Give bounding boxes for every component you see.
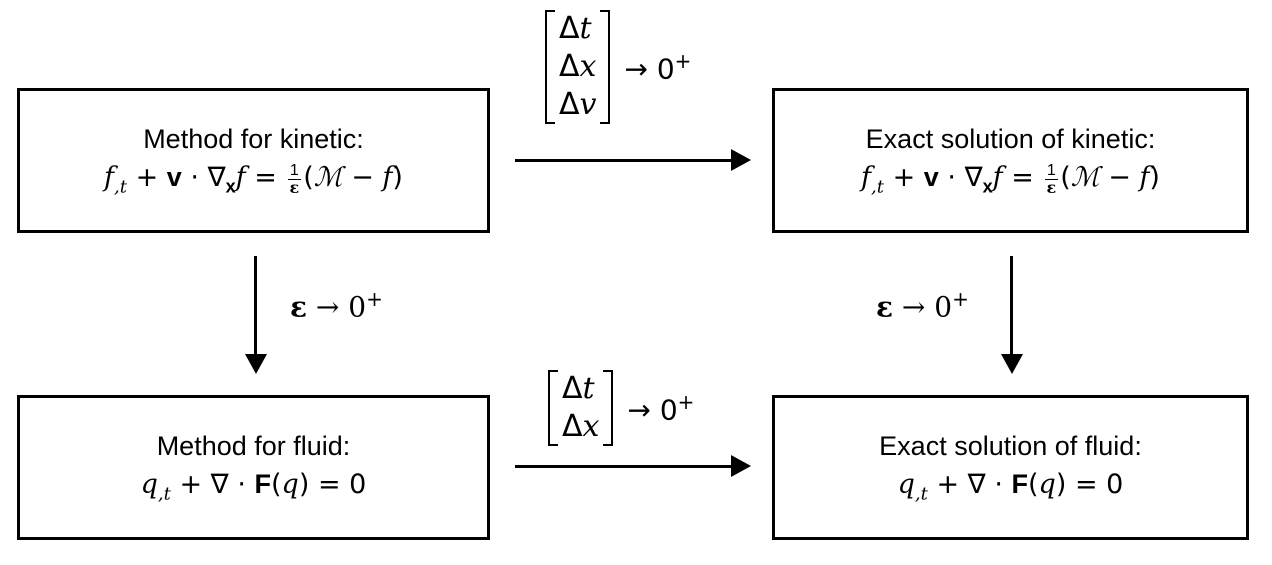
- fluid-equation: q,t + ∇ · F(q) = 0: [897, 469, 1124, 505]
- exact-fluid-title: Exact solution of fluid:: [879, 430, 1142, 461]
- right-epsilon-limit: ε → 0+: [876, 287, 969, 324]
- bottom-arrow-head: [731, 455, 751, 477]
- fluid-equation: q,t + ∇ · F(q) = 0: [140, 469, 367, 505]
- matrix-row-dv: Δv: [559, 87, 597, 122]
- exact-kinetic-title: Exact solution of kinetic:: [865, 123, 1156, 154]
- right-bracket: [600, 10, 611, 124]
- top-step-matrix: Δt Δx Δv → 0+: [545, 10, 691, 124]
- top-arrow-shaft: [515, 159, 733, 162]
- right-bracket: [603, 370, 614, 446]
- top-limit-label: → 0+: [624, 48, 692, 86]
- right-arrow-shaft: [1010, 256, 1013, 356]
- method-fluid-box: Method for fluid: q,t + ∇ · F(q) = 0: [17, 395, 490, 540]
- bottom-arrow-shaft: [515, 465, 733, 468]
- method-kinetic-title: Method for kinetic:: [143, 123, 364, 154]
- left-arrow-shaft: [254, 256, 257, 356]
- matrix-row-dt: Δt: [559, 11, 592, 46]
- bottom-limit-label: → 0+: [627, 389, 695, 427]
- exact-kinetic-box: Exact solution of kinetic: f,t + v · ∇xf…: [772, 88, 1249, 233]
- matrix-row-dt: Δt: [562, 371, 595, 406]
- method-fluid-title: Method for fluid:: [156, 430, 351, 461]
- matrix-row-dx: Δx: [559, 49, 597, 84]
- bottom-step-matrix: Δt Δx → 0+: [548, 370, 694, 446]
- matrix-row-dx: Δx: [562, 409, 600, 444]
- left-arrow-head: [245, 354, 267, 374]
- left-bracket: [548, 370, 558, 446]
- left-bracket: [545, 10, 555, 124]
- top-arrow-head: [731, 149, 751, 171]
- left-epsilon-limit: ε → 0+: [290, 287, 383, 324]
- exact-fluid-box: Exact solution of fluid: q,t + ∇ · F(q) …: [772, 395, 1249, 540]
- right-arrow-head: [1001, 354, 1023, 374]
